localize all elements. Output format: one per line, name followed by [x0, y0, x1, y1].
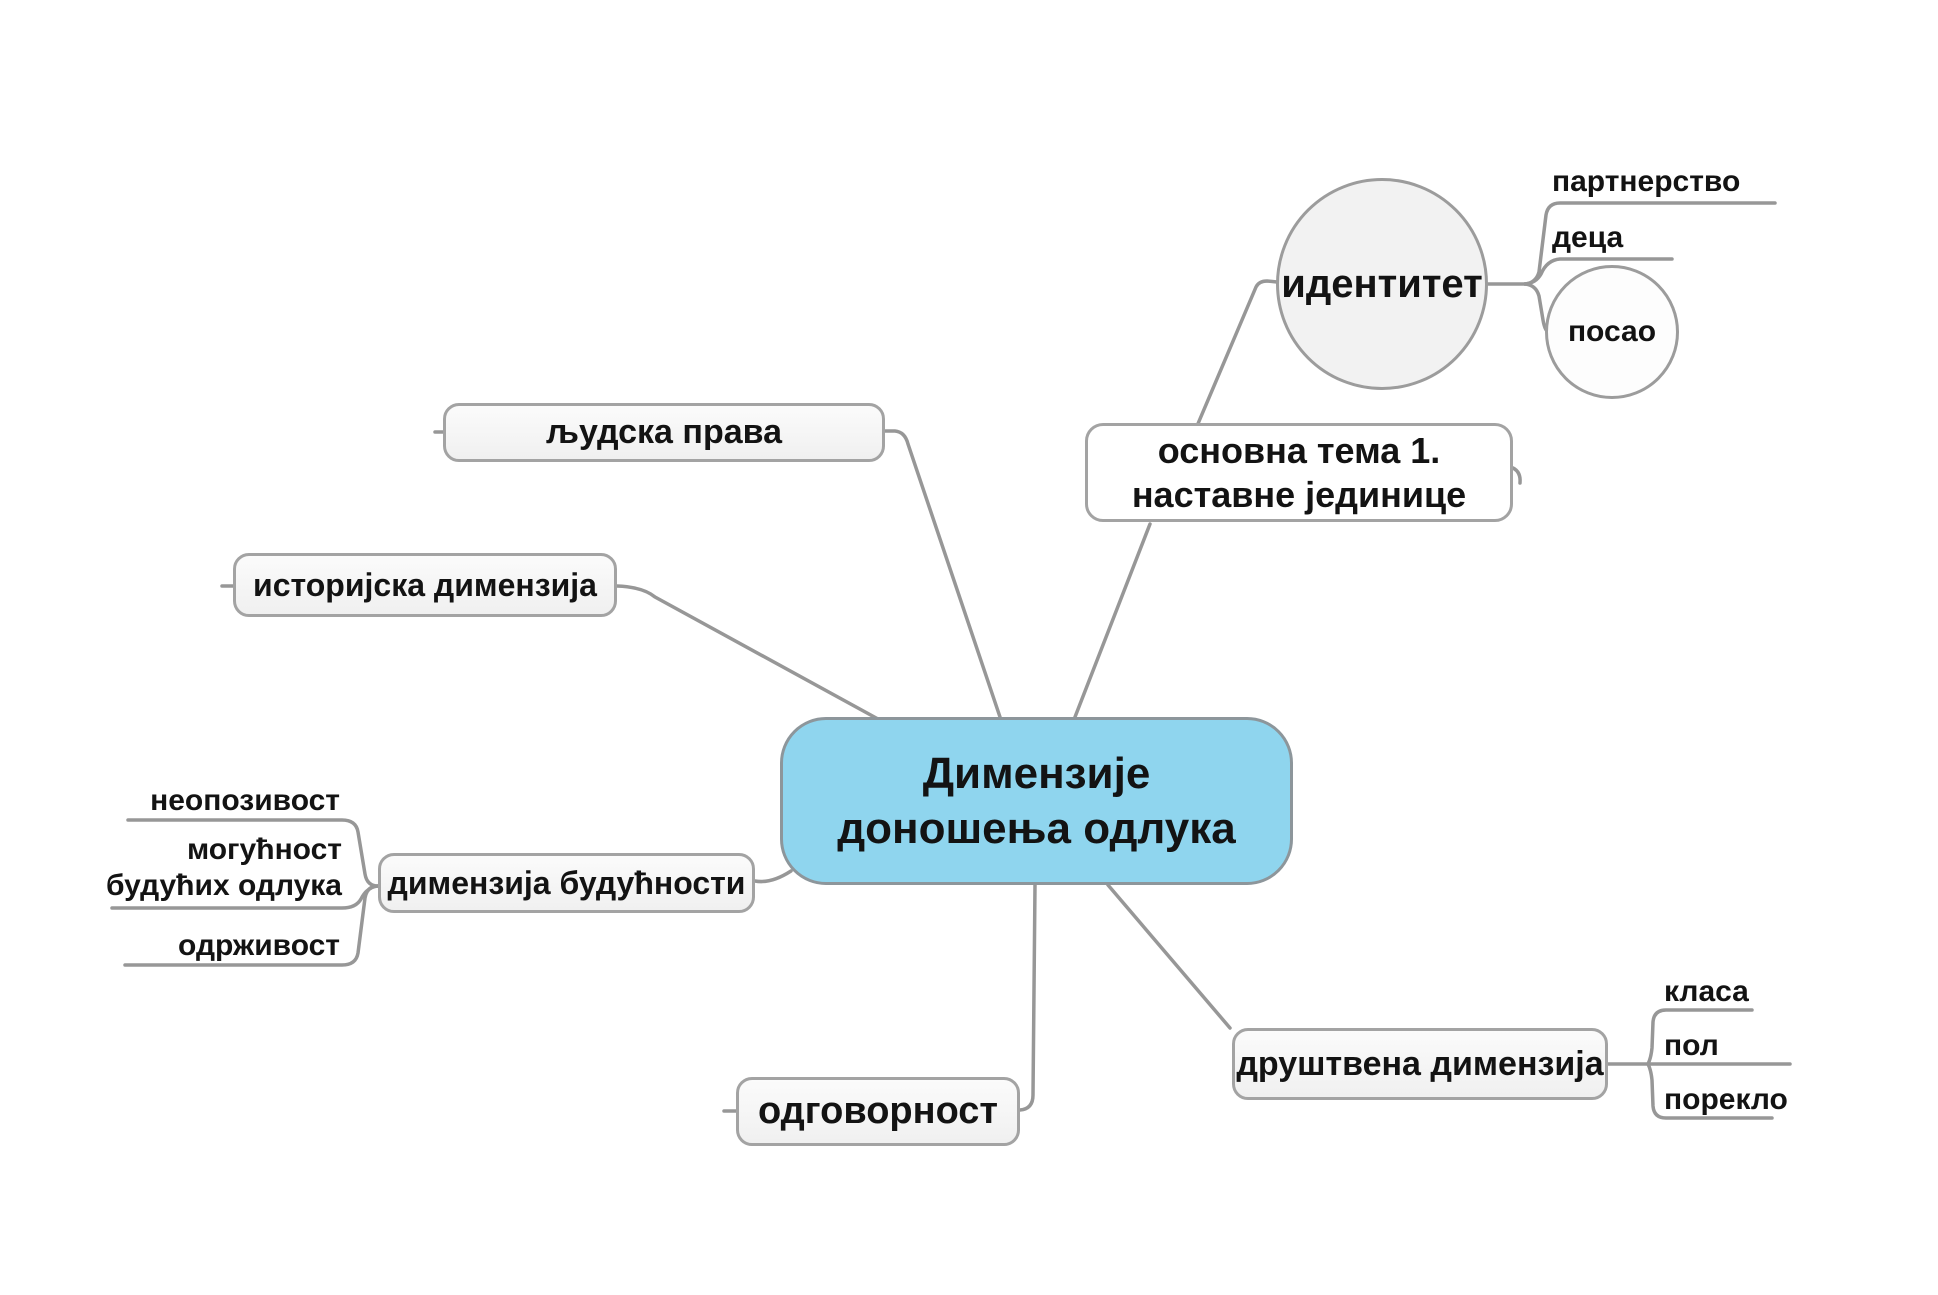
- node-partnerstvo[interactable]: партнерство: [1552, 165, 1741, 198]
- underline-neopozivost: [126, 818, 380, 888]
- central-label-line1: Димензије: [922, 749, 1151, 798]
- central-label-line2: доношења одлука: [837, 804, 1236, 853]
- mogucnost-line1: могућност: [186, 833, 342, 866]
- edge-central-dimenzija: [753, 869, 793, 884]
- identitet-label: идентитет: [1281, 262, 1483, 306]
- edge-central-odgovornost: [722, 883, 1037, 1113]
- node-dimenzija-buducnosti[interactable]: димензија будућности: [378, 853, 755, 913]
- dimenzija-buducnosti-label: димензија будућности: [387, 864, 746, 901]
- node-osnovna-tema[interactable]: основна тема 1. наставне јединице: [1085, 423, 1513, 522]
- node-klasa[interactable]: класа: [1664, 975, 1749, 1008]
- node-mogucnost-buducih-odluka[interactable]: могућност будућих одлука: [80, 832, 342, 904]
- edge-central-drustvena: [1106, 883, 1232, 1030]
- node-identitet[interactable]: идентитет: [1276, 178, 1488, 390]
- node-deca[interactable]: деца: [1552, 221, 1624, 254]
- node-poreklo[interactable]: порекло: [1664, 1083, 1788, 1116]
- central-node[interactable]: Димензије доношења одлука: [780, 717, 1293, 885]
- mogucnost-line2: будућих одлука: [106, 869, 342, 902]
- osnovna-tema-line2: наставне јединице: [1131, 473, 1467, 515]
- node-pol[interactable]: пол: [1664, 1029, 1719, 1062]
- edge-central-tema: [1073, 522, 1152, 719]
- node-neopozivost[interactable]: неопозивост: [150, 784, 340, 817]
- drustvena-dimenzija-label: друштвена димензија: [1236, 1044, 1604, 1083]
- edge-ljudska-central: [433, 429, 1002, 719]
- osnovna-tema-line1: основна тема 1.: [1157, 430, 1441, 472]
- node-istorijska-dimenzija[interactable]: историјска димензија: [233, 553, 617, 617]
- node-drustvena-dimenzija[interactable]: друштвена димензија: [1232, 1028, 1608, 1100]
- node-posao[interactable]: посао: [1545, 265, 1679, 399]
- odgovornost-label: одговорност: [757, 1089, 999, 1132]
- edge-tema-identitet: [1195, 279, 1279, 428]
- node-ljudska-prava[interactable]: људска права: [443, 403, 885, 462]
- posao-label: посао: [1567, 315, 1657, 348]
- stub-tema-right: [1511, 466, 1522, 485]
- underline-odrzivost: [123, 884, 380, 967]
- node-odrzivost[interactable]: одрживост: [178, 929, 340, 962]
- edge-bracket-deca: [1523, 257, 1674, 286]
- node-odgovornost[interactable]: одговорност: [736, 1077, 1020, 1146]
- underline-klasa: [1646, 1008, 1754, 1066]
- ljudska-prava-label: људска права: [546, 413, 782, 452]
- underline-poreklo: [1646, 1062, 1774, 1120]
- istorijska-dimenzija-label: историјска димензија: [253, 566, 597, 603]
- edge-istorijska-central: [220, 584, 880, 721]
